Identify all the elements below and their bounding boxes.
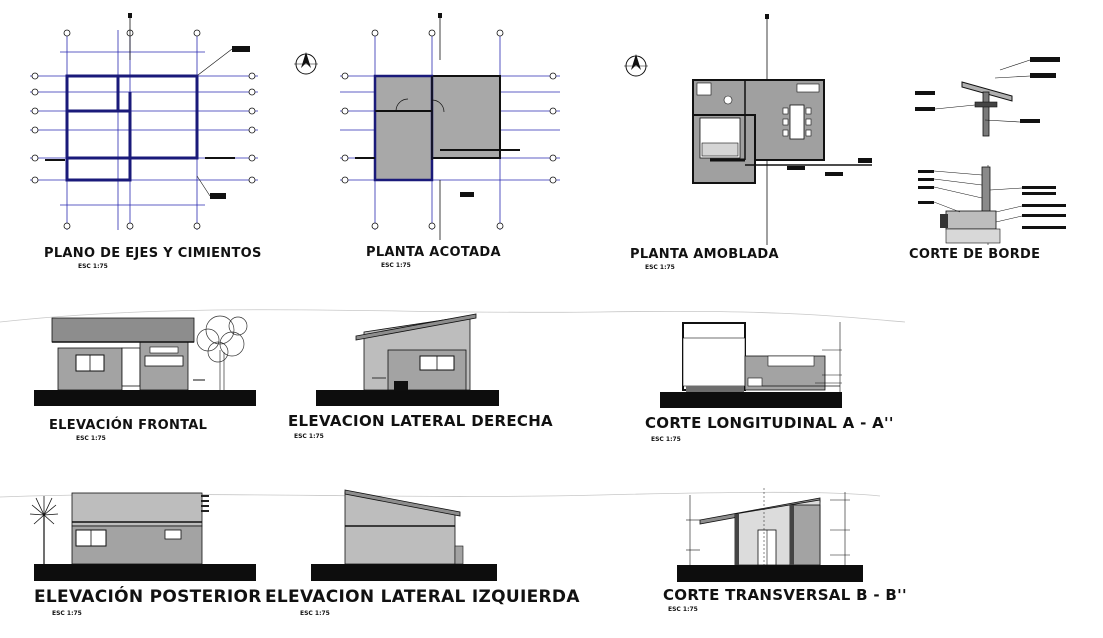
elevacion-frontal-drawing <box>34 315 256 406</box>
corte-transversal-drawing <box>677 488 863 582</box>
north-arrow-2 <box>624 54 648 77</box>
elevacion-posterior-drawing <box>29 492 256 581</box>
elevacion-lateral-derecha-drawing <box>316 313 499 406</box>
scale-planta-amoblada: ESC 1:75 <box>645 264 675 271</box>
corte-longitudinal-drawing <box>660 322 842 408</box>
title-elevacion-lateral-derecha: ELEVACION LATERAL DERECHA <box>288 412 553 430</box>
plano-ejes-drawing <box>30 13 258 230</box>
title-planta-amoblada: PLANTA AMOBLADA <box>630 247 779 262</box>
title-planta-acotada: PLANTA ACOTADA <box>366 245 501 260</box>
scale-elevacion-lateral-izquierda: ESC 1:75 <box>300 610 330 617</box>
planta-acotada-drawing <box>340 13 560 240</box>
title-corte-longitudinal: CORTE LONGITUDINAL A - A'' <box>645 414 894 432</box>
scale-elevacion-posterior: ESC 1:75 <box>52 610 82 617</box>
north-arrow-1 <box>294 52 318 75</box>
scale-planta-acotada: ESC 1:75 <box>381 262 411 269</box>
scale-elevacion-lateral-derecha: ESC 1:75 <box>294 433 324 440</box>
title-elevacion-frontal: ELEVACIÓN FRONTAL <box>49 418 208 433</box>
title-elevacion-lateral-izquierda: ELEVACION LATERAL IZQUIERDA <box>265 587 580 607</box>
scale-plano-ejes: ESC 1:75 <box>78 263 108 270</box>
planta-amoblada-drawing <box>692 14 872 245</box>
elevacion-lateral-izquierda-drawing <box>311 489 497 581</box>
scale-corte-longitudinal: ESC 1:75 <box>651 436 681 443</box>
title-corte-borde: CORTE DE BORDE <box>909 247 1041 262</box>
title-corte-transversal: CORTE TRANSVERSAL B - B'' <box>663 586 907 604</box>
title-elevacion-posterior: ELEVACIÓN POSTERIOR <box>34 587 262 607</box>
scale-corte-transversal: ESC 1:75 <box>668 606 698 613</box>
scale-elevacion-frontal: ESC 1:75 <box>76 435 106 442</box>
corte-borde-drawing <box>915 57 1066 245</box>
title-plano-ejes: PLANO DE EJES Y CIMIENTOS <box>44 246 262 261</box>
horizon-line-top <box>0 309 906 323</box>
